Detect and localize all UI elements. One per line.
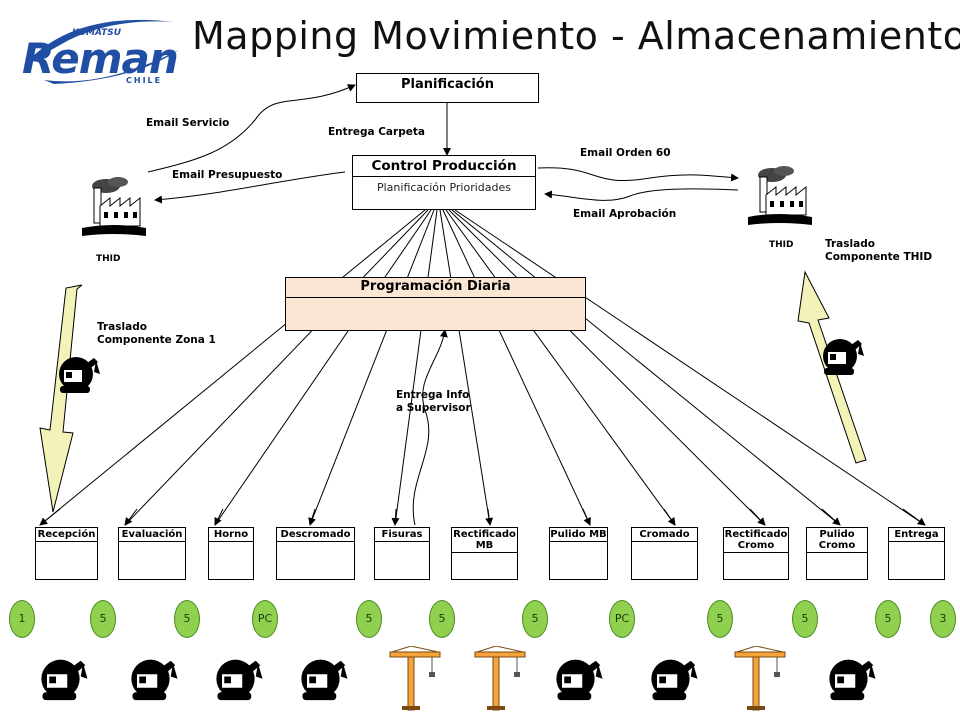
email-aprobacion-label: Email Aprobación	[573, 208, 677, 220]
stage-entrega: Entrega	[888, 527, 945, 580]
control-produccion-box: Control Producción Planificación Priorid…	[352, 155, 536, 210]
stage-label: Recepción	[36, 529, 97, 542]
programacion-diaria-box: Programación Diaria	[285, 277, 586, 331]
count-badge: 5	[90, 600, 116, 638]
entrega-carpeta-label: Entrega Carpeta	[328, 126, 425, 138]
stage-recepcion: Recepción	[35, 527, 98, 580]
thid-right-label: THID	[769, 240, 794, 250]
entrega-info-label: Entrega Info a Supervisor	[396, 389, 471, 414]
count-badge: 1	[9, 600, 35, 638]
count-badge: PC	[252, 600, 278, 638]
count-badge: 5	[792, 600, 818, 638]
fan-lines	[39, 209, 926, 526]
stage-evaluacion: Evaluación	[118, 527, 186, 580]
count-badge: 5	[356, 600, 382, 638]
stage-label: Rectificado Cromo	[724, 529, 788, 553]
stage-cromado: Cromado	[631, 527, 698, 580]
logo-reman: Reman	[22, 34, 179, 83]
count-badge: 5	[875, 600, 901, 638]
count-badge: 5	[522, 600, 548, 638]
arrow-entrega-info	[412, 329, 448, 526]
arrow-email-aprobacion	[544, 188, 739, 201]
thid-left-label: THID	[96, 254, 121, 264]
count-badge: PC	[609, 600, 635, 638]
excavator-icon	[820, 334, 868, 386]
email-presupuesto-label: Email Presupuesto	[172, 169, 283, 181]
programacion-diaria-title: Programación Diaria	[286, 278, 585, 298]
stage-descromado: Descromado	[276, 527, 355, 580]
traslado-zona-label: Traslado Componente Zona 1	[97, 321, 216, 346]
stage-rectificado-mb: Rectificado MB	[451, 527, 518, 580]
stage-label: Pulido MB	[550, 529, 607, 542]
excavator-icon	[56, 352, 104, 404]
email-orden-label: Email Orden 60	[580, 147, 671, 159]
stage-label: Entrega	[889, 528, 944, 542]
planificacion-box: Planificación	[356, 73, 539, 103]
stage-label: Pulido Cromo	[807, 528, 867, 553]
arrow-email-servicio	[147, 84, 356, 173]
count-badge: 5	[429, 600, 455, 638]
stage-label: Fisuras	[375, 528, 429, 542]
count-badge: 5	[707, 600, 733, 638]
stage-label: Cromado	[632, 528, 697, 542]
stage-label: Rectificado MB	[452, 529, 517, 553]
stage-label: Evaluación	[119, 528, 185, 542]
logo-graphic	[24, 19, 179, 84]
stage-label: Horno	[209, 528, 253, 542]
stage-rectificado-cromo: Rectificado Cromo	[723, 527, 789, 580]
stage-fisuras: Fisuras	[374, 527, 430, 580]
email-servicio-label: Email Servicio	[146, 117, 230, 129]
stage-pulido-cromo: Pulido Cromo	[806, 527, 868, 580]
control-produccion-subtitle: Planificación Prioridades	[376, 181, 511, 194]
planificacion-label: Planificación	[401, 77, 494, 92]
logo-komatsu: KOMATSU	[72, 28, 122, 38]
stage-pulido-mb: Pulido MB	[549, 527, 608, 580]
count-badge: 3	[930, 600, 956, 638]
stage-horno: Horno	[208, 527, 254, 580]
logo-chile: CHILE	[126, 76, 163, 85]
equipment-row	[0, 646, 960, 716]
reman-logo: KOMATSU Reman CHILE	[14, 10, 184, 90]
traslado-thid-label: Traslado Componente THID	[825, 238, 933, 263]
traslado-zona-arrow	[39, 284, 83, 513]
factory-icon	[744, 165, 814, 239]
factory-icon	[78, 176, 148, 250]
page-title: Mapping Movimiento - Almacenamiento	[192, 14, 960, 58]
count-badge: 5	[174, 600, 200, 638]
control-produccion-title: Control Producción	[353, 156, 535, 177]
arrow-email-orden	[537, 167, 739, 182]
stage-label: Descromado	[277, 528, 354, 542]
arrow-email-presupuesto	[154, 171, 346, 204]
